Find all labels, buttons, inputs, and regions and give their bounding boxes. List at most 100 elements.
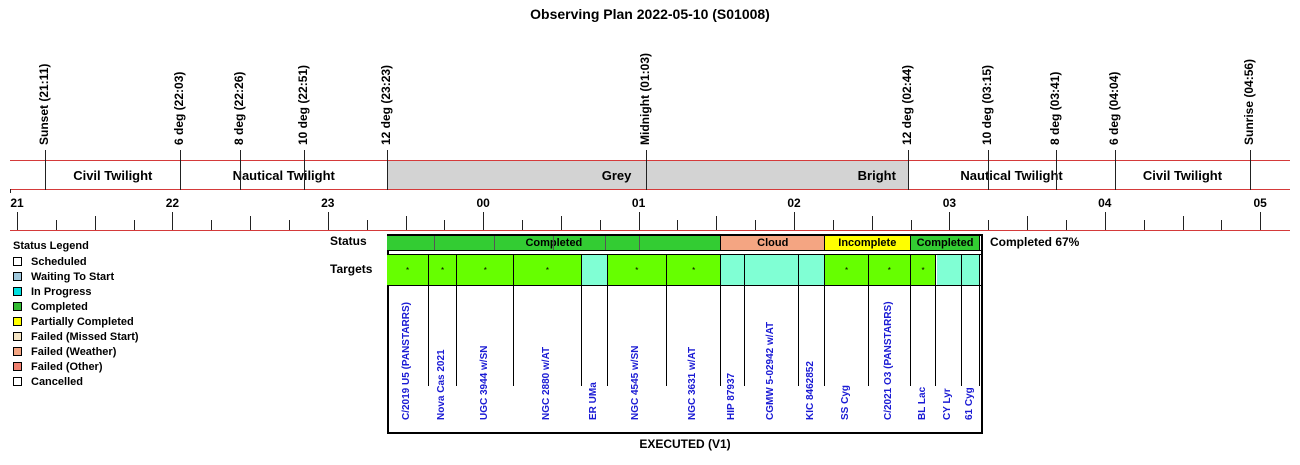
target-name[interactable]: NGC 3631 w/AT — [687, 346, 699, 420]
legend-item: In Progress — [13, 284, 139, 299]
legend-label: Partially Completed — [31, 315, 134, 328]
event-label: 8 deg (22:26) — [232, 71, 246, 145]
target-block[interactable] — [799, 255, 826, 285]
target-name[interactable]: NGC 2880 w/AT — [540, 346, 552, 420]
legend-item: Partially Completed — [13, 314, 139, 329]
targets-row-label: Targets — [330, 262, 373, 276]
target-block[interactable]: * — [869, 255, 911, 285]
legend-item: Cancelled — [13, 374, 139, 389]
minor-tick — [1183, 216, 1184, 230]
minor-tick — [95, 216, 96, 230]
hour-label: 00 — [476, 196, 490, 210]
legend-swatch — [13, 377, 22, 386]
target-name[interactable]: 61 Cyg — [964, 387, 976, 420]
legend-label: In Progress — [31, 285, 92, 298]
target-name[interactable]: SS Cyg — [840, 384, 852, 420]
minor-tick — [561, 216, 562, 230]
event-marker-line — [304, 150, 305, 190]
target-name[interactable]: BL Lac — [916, 386, 928, 420]
legend-label: Cancelled — [31, 375, 83, 388]
event-marker-line — [240, 150, 241, 190]
status-segment: Completed — [387, 236, 722, 250]
legend-swatch — [13, 347, 22, 356]
target-name[interactable]: NGC 4545 w/SN — [630, 345, 642, 420]
status-row-label: Status — [330, 234, 367, 248]
minor-tick — [1027, 216, 1028, 230]
event-label: 10 deg (03:15) — [980, 64, 994, 145]
hour-tick — [949, 212, 950, 230]
target-name[interactable]: Nova Cas 2021 — [436, 349, 448, 420]
target-block[interactable]: * — [387, 255, 429, 285]
target-name[interactable]: CY Lyr — [942, 388, 954, 420]
target-block[interactable] — [936, 255, 963, 285]
target-completion-mark: * — [921, 265, 925, 275]
event-marker-line — [180, 150, 181, 190]
minor-tick — [600, 220, 601, 230]
legend-item: Failed (Missed Start) — [13, 329, 139, 344]
target-column — [667, 285, 722, 386]
legend-item: Failed (Other) — [13, 359, 139, 374]
event-label: Sunset (21:11) — [37, 63, 51, 145]
twilight-band: Grey — [387, 161, 846, 189]
targets-divider — [388, 285, 982, 286]
target-block[interactable]: * — [428, 255, 458, 285]
target-completion-mark: * — [440, 265, 445, 275]
hour-label: 01 — [631, 196, 646, 210]
minor-tick — [444, 220, 445, 230]
hour-label: 21 — [10, 196, 24, 210]
twilight-band: Civil Twilight — [45, 161, 181, 189]
legend-swatch — [13, 332, 22, 341]
minor-tick — [367, 220, 368, 230]
target-name[interactable]: KIC 8462852 — [805, 361, 817, 420]
legend-label: Failed (Weather) — [31, 345, 117, 358]
minor-tick — [1221, 220, 1222, 230]
plan-title: Observing Plan 2022-05-10 (S01008) — [530, 6, 770, 22]
target-completion-mark: * — [483, 265, 487, 275]
target-name[interactable]: ER UMa — [587, 382, 599, 420]
target-block[interactable]: * — [825, 255, 870, 285]
target-name[interactable]: CGMW 5-02942 w/AT — [764, 321, 776, 420]
target-block[interactable] — [744, 255, 800, 285]
target-block[interactable]: * — [910, 255, 937, 285]
legend-label: Failed (Other) — [31, 360, 103, 373]
target-block[interactable] — [721, 255, 745, 285]
event-marker-line — [45, 150, 46, 190]
legend-item: Failed (Weather) — [13, 344, 139, 359]
minor-tick — [289, 220, 290, 230]
target-completion-mark: * — [845, 265, 849, 275]
target-block[interactable]: * — [607, 255, 668, 285]
target-block[interactable]: * — [457, 255, 515, 285]
executed-plan-frame — [387, 234, 983, 434]
twilight-band: Bright — [845, 161, 908, 189]
target-block[interactable] — [581, 255, 608, 285]
hour-tick — [1105, 212, 1106, 230]
event-marker-line — [908, 150, 909, 190]
target-name[interactable]: UGC 3944 w/SN — [478, 345, 490, 420]
status-divider — [638, 236, 640, 250]
legend-swatch — [13, 257, 22, 266]
twilight-band: Nautical Twilight — [180, 161, 388, 189]
minor-tick — [250, 216, 251, 230]
status-segment-label: Completed — [916, 237, 974, 249]
target-block[interactable] — [962, 255, 981, 285]
status-segment-label: Cloud — [757, 237, 789, 249]
target-name[interactable]: C/2021 O3 (PANSTARRS) — [882, 301, 894, 420]
minor-tick — [134, 220, 135, 230]
target-column — [429, 285, 458, 386]
status-segment: Completed — [910, 236, 981, 250]
legend-swatch — [13, 362, 22, 371]
event-marker-line — [646, 150, 647, 190]
minor-tick — [1066, 220, 1067, 230]
event-marker-line — [10, 189, 11, 193]
target-block[interactable]: * — [667, 255, 722, 285]
target-name[interactable]: HIP 87937 — [726, 372, 738, 420]
hour-label: 22 — [165, 196, 180, 210]
target-column — [825, 285, 870, 386]
legend-swatch — [13, 302, 22, 311]
target-column — [514, 285, 582, 386]
legend-item: Waiting To Start — [13, 269, 139, 284]
minor-tick — [56, 220, 57, 230]
target-block[interactable]: * — [514, 255, 582, 285]
target-name[interactable]: C/2019 U5 (PANSTARRS) — [401, 302, 413, 420]
event-label: Sunrise (04:56) — [1242, 58, 1256, 145]
